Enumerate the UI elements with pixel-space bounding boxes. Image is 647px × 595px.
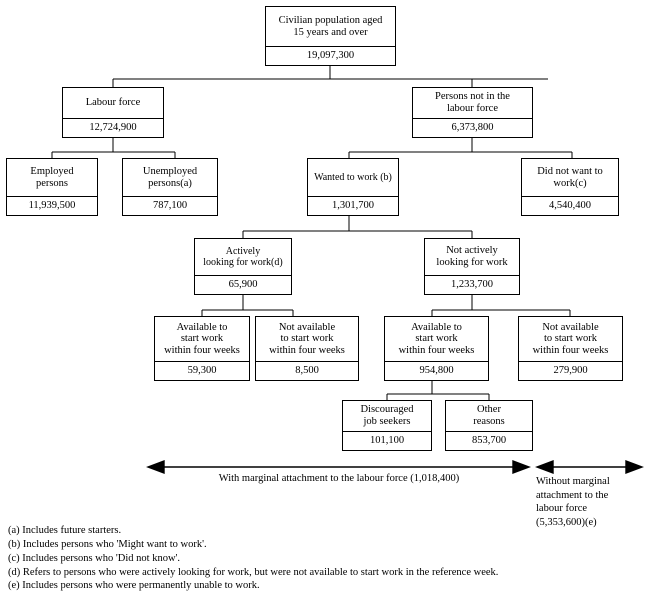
node-civilian-population-value: 19,097,300 (266, 46, 395, 65)
node-available-start-work-active-label: Available to start work within four week… (164, 321, 240, 357)
annotation-without-marginal-attachment: Without marginal attachment to the labou… (536, 476, 610, 528)
node-available-start-work-active[interactable]: Available to start work within four week… (154, 316, 250, 381)
node-unemployed-persons[interactable]: Unemployed persons(a) 787,100 (122, 158, 218, 216)
node-not-actively-looking-for-work-value: 1,233,700 (425, 275, 519, 294)
node-not-actively-looking-for-work-label: Not actively looking for work (436, 245, 508, 269)
node-available-start-work-active-value: 59,300 (155, 361, 249, 380)
node-discouraged-job-seekers-value: 101,100 (343, 431, 431, 450)
footnote-b: (b) Includes persons who 'Might want to … (8, 538, 207, 550)
without-marginal-arrow-head-left (535, 459, 554, 475)
node-persons-not-in-labour-force-label: Persons not in the labour force (435, 91, 510, 115)
without-marginal-arrow-head-right (625, 459, 644, 475)
footnote-e: (e) Includes persons who were permanentl… (8, 580, 260, 592)
node-employed-persons-value: 11,939,500 (7, 196, 97, 215)
node-labour-force[interactable]: Labour force 12,724,900 (62, 87, 164, 138)
node-other-reasons-label: Other reasons (473, 404, 505, 428)
node-not-available-start-work-inactive-label: Not available to start work within four … (532, 321, 609, 357)
footnote-d: (d) Refers to persons who were actively … (8, 566, 499, 578)
node-labour-force-label: Labour force (85, 97, 141, 109)
annotation-with-marginal-attachment: With marginal attachment to the labour f… (148, 472, 530, 485)
node-civilian-population[interactable]: Civilian population aged 15 years and ov… (265, 6, 396, 66)
node-did-not-want-to-work[interactable]: Did not want to work(c) 4,540,400 (521, 158, 619, 216)
node-actively-looking-for-work[interactable]: Actively looking for work(d) 65,900 (194, 238, 292, 295)
node-actively-looking-for-work-value: 65,900 (195, 275, 291, 294)
node-actively-looking-for-work-label: Actively looking for work(d) (203, 246, 283, 269)
node-not-available-start-work-active-value: 8,500 (256, 361, 358, 380)
node-civilian-population-label: Civilian population aged 15 years and ov… (278, 14, 383, 38)
node-other-reasons[interactable]: Other reasons 853,700 (445, 400, 533, 451)
node-discouraged-job-seekers[interactable]: Discouraged job seekers 101,100 (342, 400, 432, 451)
node-persons-not-in-labour-force-value: 6,373,800 (413, 118, 532, 137)
node-wanted-to-work[interactable]: Wanted to work (b) 1,301,700 (307, 158, 399, 216)
node-persons-not-in-labour-force[interactable]: Persons not in the labour force 6,373,80… (412, 87, 533, 138)
node-not-available-start-work-inactive[interactable]: Not available to start work within four … (518, 316, 623, 381)
node-discouraged-job-seekers-label: Discouraged job seekers (360, 404, 414, 428)
node-wanted-to-work-value: 1,301,700 (308, 196, 398, 215)
node-labour-force-value: 12,724,900 (63, 118, 163, 137)
node-available-start-work-inactive[interactable]: Available to start work within four week… (384, 316, 489, 381)
node-available-start-work-inactive-value: 954,800 (385, 361, 488, 380)
node-available-start-work-inactive-label: Available to start work within four week… (398, 321, 475, 357)
node-not-available-start-work-inactive-value: 279,900 (519, 361, 622, 380)
node-not-available-start-work-active[interactable]: Not available to start work within four … (255, 316, 359, 381)
footnote-a: (a) Includes future starters. (8, 525, 122, 536)
footnotes: (a) Includes future starters. (b) Includ… (8, 524, 642, 593)
node-did-not-want-to-work-value: 4,540,400 (522, 196, 618, 215)
node-unemployed-persons-value: 787,100 (123, 196, 217, 215)
annotation-with-marginal-attachment-text: With marginal attachment to the labour f… (218, 473, 460, 484)
node-unemployed-persons-label: Unemployed persons(a) (142, 165, 198, 189)
node-not-available-start-work-active-label: Not available to start work within four … (269, 321, 345, 357)
node-did-not-want-to-work-label: Did not want to work(c) (537, 165, 603, 189)
node-not-actively-looking-for-work[interactable]: Not actively looking for work 1,233,700 (424, 238, 520, 295)
node-other-reasons-value: 853,700 (446, 431, 532, 450)
node-wanted-to-work-label: Wanted to work (b) (314, 172, 392, 184)
footnote-c: (c) Includes persons who 'Did not know'. (8, 552, 181, 564)
node-employed-persons[interactable]: Employed persons 11,939,500 (6, 158, 98, 216)
node-employed-persons-label: Employed persons (30, 165, 74, 189)
